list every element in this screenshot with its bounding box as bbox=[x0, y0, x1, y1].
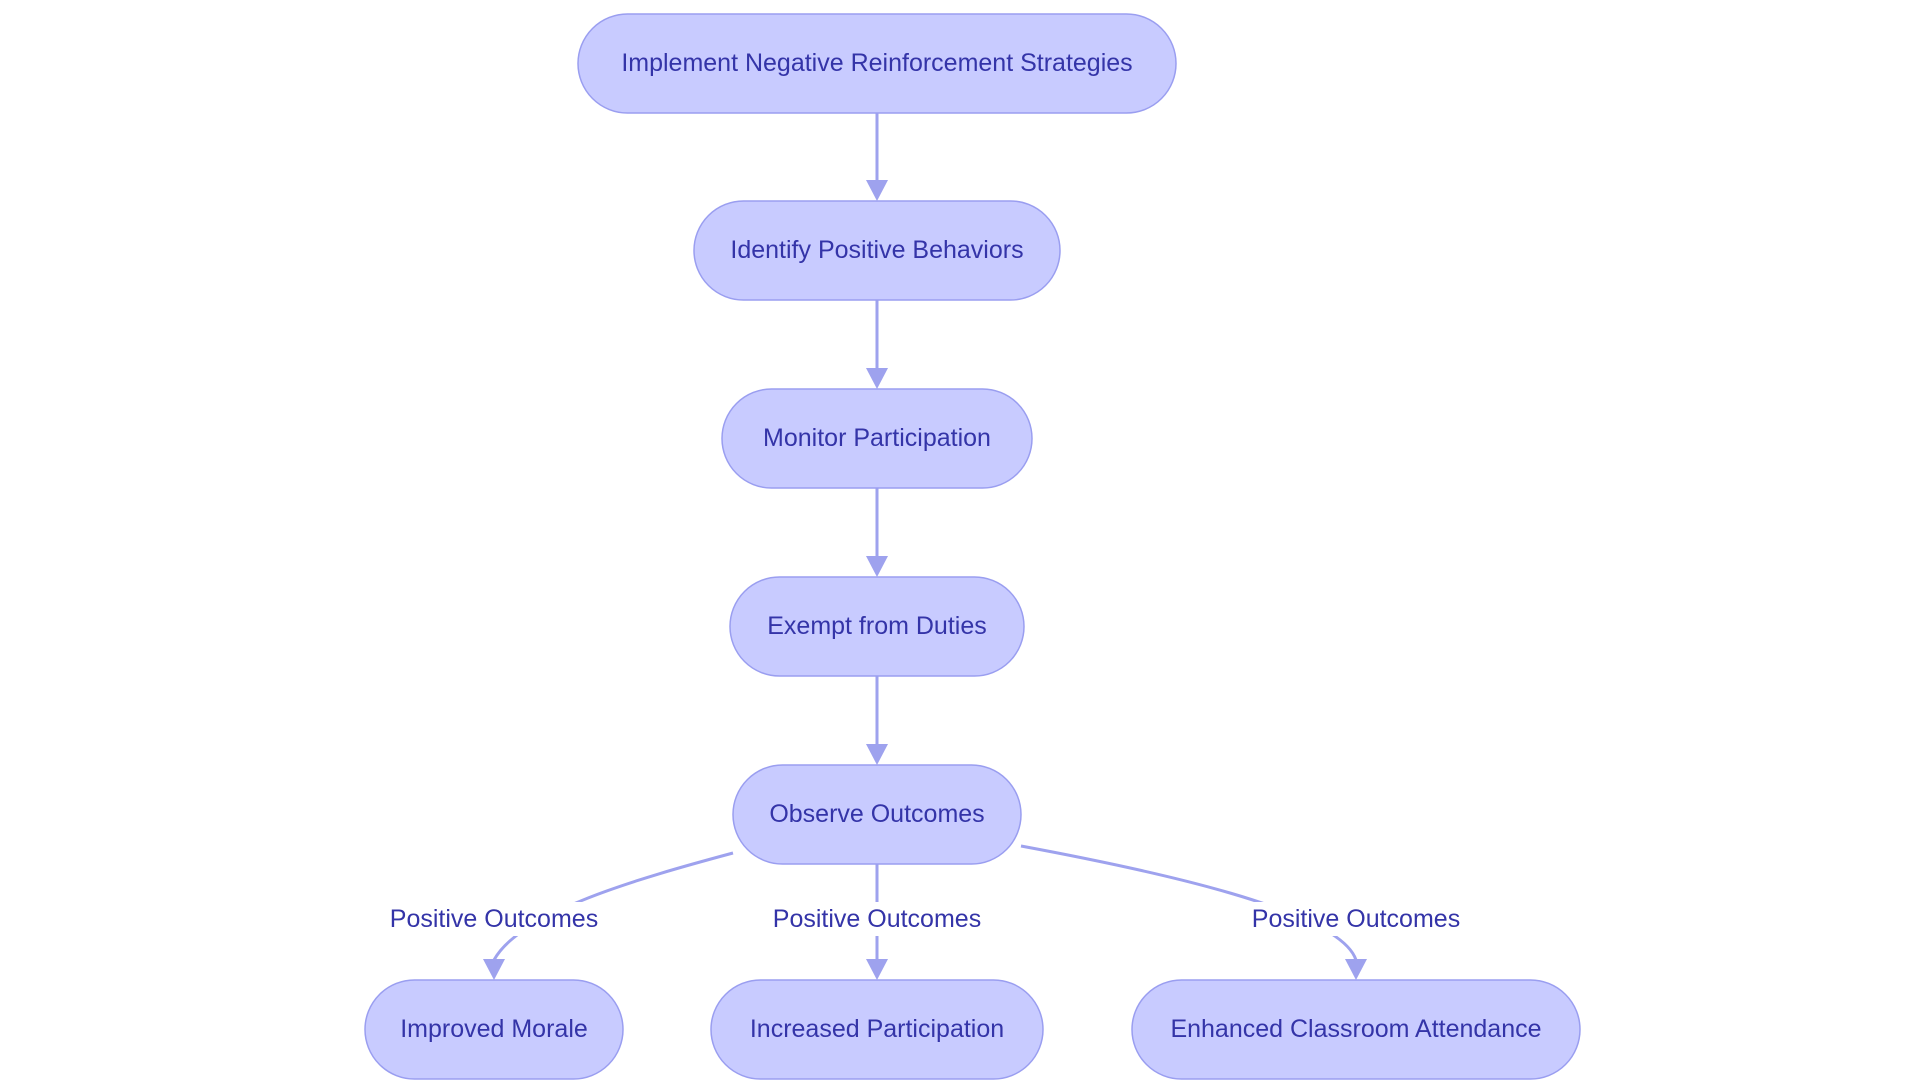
node-attendance[interactable]: Enhanced Classroom Attendance bbox=[1131, 979, 1581, 1080]
edge-observe-to-attendance bbox=[1020, 844, 1367, 980]
node-morale-label: Improved Morale bbox=[400, 1015, 588, 1043]
node-participation[interactable]: Increased Participation bbox=[710, 979, 1044, 1080]
edge-label-attendance: Positive Outcomes bbox=[1248, 902, 1464, 936]
node-identify[interactable]: Identify Positive Behaviors bbox=[693, 200, 1061, 301]
node-exempt[interactable]: Exempt from Duties bbox=[729, 576, 1025, 677]
edge-label-attendance-text: Positive Outcomes bbox=[1252, 905, 1460, 933]
node-implement[interactable]: Implement Negative Reinforcement Strateg… bbox=[577, 13, 1177, 114]
edge-label-participation-text: Positive Outcomes bbox=[773, 905, 981, 933]
edge-label-morale: Positive Outcomes bbox=[386, 902, 602, 936]
node-morale[interactable]: Improved Morale bbox=[364, 979, 624, 1080]
node-observe[interactable]: Observe Outcomes bbox=[732, 764, 1022, 865]
edge-implement-to-identify bbox=[866, 113, 888, 201]
edge-label-participation: Positive Outcomes bbox=[769, 902, 985, 936]
edge-monitor-to-exempt bbox=[866, 488, 888, 577]
edge-exempt-to-observe bbox=[866, 676, 888, 765]
node-attendance-label: Enhanced Classroom Attendance bbox=[1170, 1015, 1541, 1043]
node-observe-label: Observe Outcomes bbox=[769, 800, 984, 828]
node-monitor[interactable]: Monitor Participation bbox=[721, 388, 1033, 489]
node-identify-label: Identify Positive Behaviors bbox=[730, 236, 1023, 264]
edge-observe-to-morale bbox=[483, 851, 734, 980]
node-exempt-label: Exempt from Duties bbox=[767, 612, 987, 640]
node-monitor-label: Monitor Participation bbox=[763, 424, 991, 452]
edge-label-morale-text: Positive Outcomes bbox=[390, 905, 598, 933]
node-implement-label: Implement Negative Reinforcement Strateg… bbox=[621, 49, 1132, 77]
edge-identify-to-monitor bbox=[866, 300, 888, 389]
node-participation-label: Increased Participation bbox=[750, 1015, 1004, 1043]
